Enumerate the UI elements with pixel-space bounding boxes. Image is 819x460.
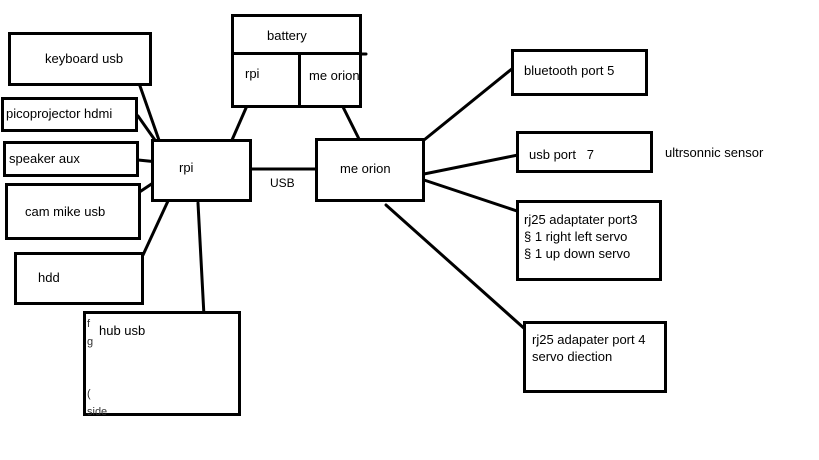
- battery-me-orion-label: me orion: [309, 68, 360, 83]
- usb-port-box: [516, 131, 653, 173]
- battery-label: battery: [267, 28, 307, 43]
- battery-divider-horizontal: [231, 52, 362, 55]
- edge-meorion-rj25-port4: [384, 203, 528, 332]
- hub-usb-box: [83, 311, 241, 416]
- usb-port-label: usb port 7: [529, 147, 595, 162]
- keyboard-usb-box: [8, 32, 152, 86]
- bluetooth-port-box: [511, 49, 648, 96]
- rj25-port4-box: [523, 321, 667, 393]
- edge-picoprojector-rpi: [136, 114, 159, 145]
- rj25-port3-box: [516, 200, 662, 281]
- hub-stray-mark: g: [87, 336, 94, 348]
- hub-stray-mark: f: [87, 318, 91, 330]
- rpi-label: rpi: [179, 160, 194, 175]
- edge-rpi-battery: [230, 106, 248, 142]
- bluetooth-port-label: bluetooth port 5: [524, 63, 615, 78]
- rpi-box: [151, 139, 252, 202]
- speaker-aux-box: [3, 141, 139, 177]
- picoprojector-hdmi-label: picoprojector hdmi: [6, 106, 113, 121]
- hdd-label: hdd: [38, 270, 60, 285]
- hub-usb-label: hub usb: [99, 323, 146, 338]
- edge-hub-rpi: [196, 201, 206, 318]
- rj25-port3-label: rj25 adaptater port3 § 1 right left serv…: [524, 212, 638, 261]
- picoprojector-hdmi-box: [1, 97, 138, 132]
- speaker-aux-label: speaker aux: [9, 151, 80, 166]
- battery-divider-vertical: [298, 52, 301, 108]
- edge-meorion-bluetooth: [422, 66, 515, 142]
- keyboard-usb-label: keyboard usb: [45, 51, 124, 66]
- me-orion-box: [315, 138, 425, 202]
- hub-stray-mark: (: [87, 388, 91, 400]
- battery-box: [231, 14, 362, 108]
- hdd-box: [14, 252, 144, 305]
- edge-meorion-usbport: [422, 153, 520, 176]
- cam-mike-usb-label: cam mike usb: [25, 204, 106, 219]
- battery-rpi-label: rpi: [245, 66, 260, 81]
- edge-keyboard-rpi: [138, 84, 162, 145]
- usb-link-label: USB: [270, 176, 295, 190]
- edge-meorion-rj25-port3: [422, 178, 522, 214]
- hub-stray-mark: side: [87, 406, 108, 418]
- edge-hdd-rpi: [141, 199, 170, 257]
- me-orion-label: me orion: [340, 161, 391, 176]
- rj25-port4-label: rj25 adapater port 4 servo diection: [532, 332, 646, 364]
- ultrasonic-sensor-label: ultrsonnic sensor: [665, 145, 764, 160]
- cam-mike-usb-box: [5, 183, 141, 240]
